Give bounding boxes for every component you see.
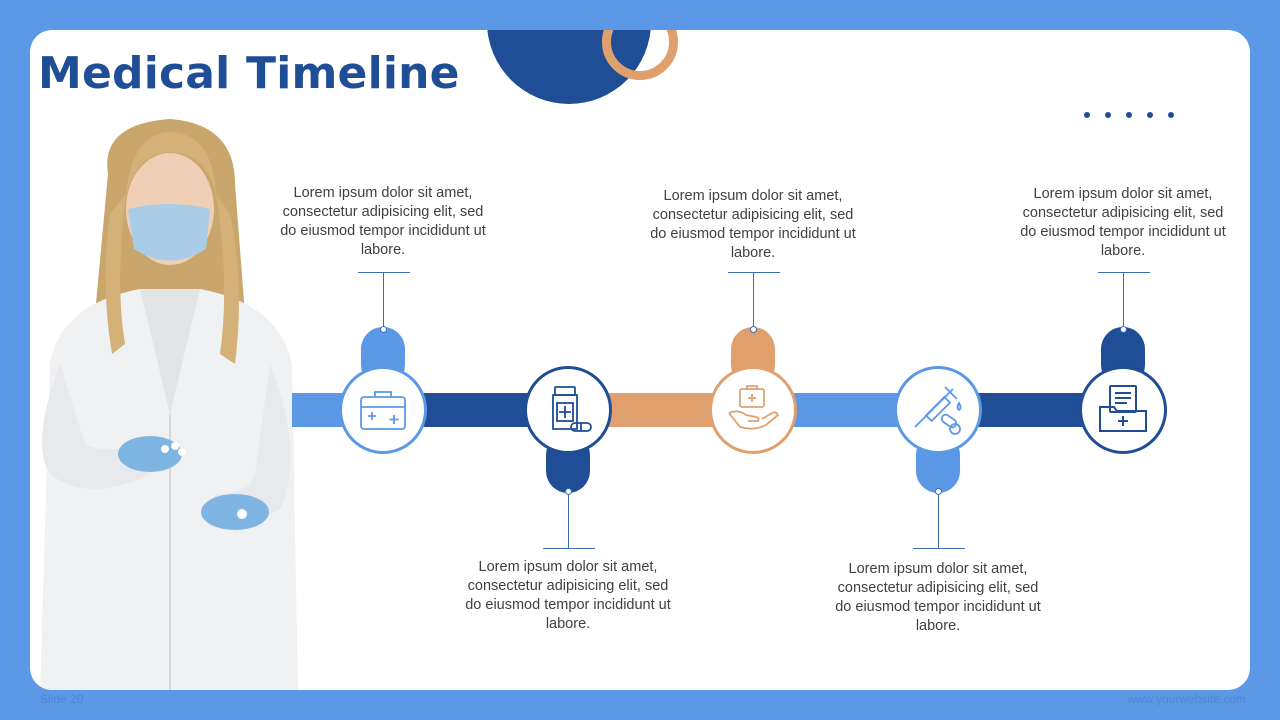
connector-base [1098, 272, 1150, 273]
slide-number: Slide 20 [40, 692, 84, 706]
connector-pin [750, 326, 757, 333]
connector-pin [1120, 326, 1127, 333]
connector-base [358, 272, 410, 273]
first-aid-kit-icon [360, 391, 406, 430]
page-title: Medical Timeline [38, 48, 460, 99]
decor-dot [1105, 112, 1111, 118]
connector-line [383, 272, 384, 330]
connector-line [568, 492, 569, 548]
connector-line [1123, 272, 1124, 330]
step-circle-5 [1079, 366, 1167, 454]
connector-pin [380, 326, 387, 333]
step-circle-4 [894, 366, 982, 454]
step-text-5: Lorem ipsum dolor sit amet, consectetur … [1020, 186, 1226, 259]
connector-pin [935, 488, 942, 495]
decor-dots [1084, 112, 1174, 118]
doctor-photo [40, 119, 298, 690]
step-circle-2 [524, 366, 612, 454]
connector-base [543, 548, 595, 549]
decor-dot [1126, 112, 1132, 118]
hand-medkit-icon [728, 385, 780, 430]
connector-pin [565, 488, 572, 495]
decor-dot [1168, 112, 1174, 118]
step-circle-3 [709, 366, 797, 454]
decor-peach-ring [602, 30, 678, 80]
medicine-bottle-icon [552, 386, 592, 432]
step-text-1: Lorem ipsum dolor sit amet, consectetur … [280, 185, 486, 258]
decor-dot [1147, 112, 1153, 118]
website-url: www.yourwebsite.com [1127, 692, 1246, 706]
connector-line [753, 272, 754, 330]
connector-base [728, 272, 780, 273]
step-text-2: Lorem ipsum dolor sit amet, consectetur … [465, 559, 671, 632]
step-text-4: Lorem ipsum dolor sit amet, consectetur … [835, 561, 1041, 634]
decor-dot [1084, 112, 1090, 118]
connector-base [913, 548, 965, 549]
slide-card: Medical Timeline [30, 30, 1250, 690]
step-text-3: Lorem ipsum dolor sit amet, consectetur … [650, 188, 856, 261]
syringe-pills-icon [914, 386, 962, 435]
medical-folder-icon [1099, 385, 1147, 432]
connector-line [938, 492, 939, 548]
step-circle-1 [339, 366, 427, 454]
